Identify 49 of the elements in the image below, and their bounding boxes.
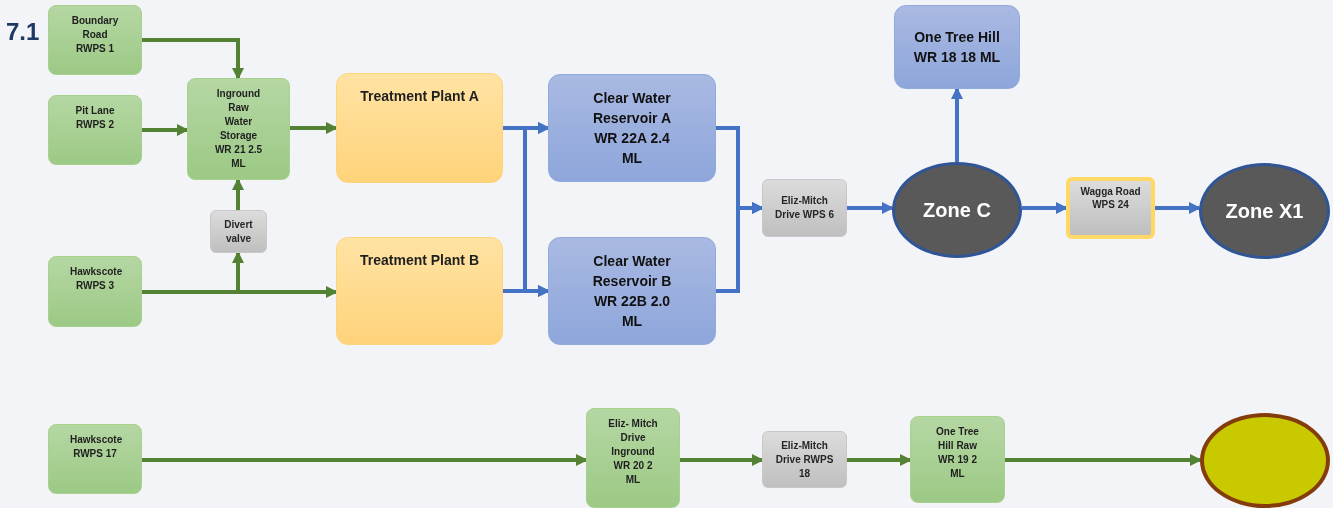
node-label: Zone X1 — [1224, 199, 1305, 224]
node-label: Hawkscote RWPS 3 — [69, 265, 124, 293]
node-label: Hawkscote RWPS 17 — [69, 433, 124, 461]
treatment-plant-box — [336, 237, 503, 345]
station-box — [48, 95, 142, 165]
node-label: Eliz- Mitch Drive Inground WR 20 2 ML — [607, 417, 659, 487]
node-label: One Tree Hill WR 18 18 ML — [912, 28, 1002, 67]
flow-arrow — [142, 286, 338, 298]
node-label: Clear Water Reservoir A WR 22A 2.4 ML — [591, 89, 673, 168]
flow-arrow — [290, 122, 338, 134]
flow-arrow — [847, 454, 912, 466]
flow-arrow — [232, 178, 244, 210]
node-label: Eliz-Mitch Drive WPS 6 — [774, 194, 835, 222]
node-label: Eliz-Mitch Drive RWPS 18 — [774, 438, 835, 481]
station-box — [48, 5, 142, 75]
flow-arrow — [680, 454, 764, 466]
node-label: Clear Water Reservoir B WR 22B 2.0 ML — [591, 252, 673, 331]
flow-arrow — [503, 285, 550, 297]
station-box — [48, 256, 142, 327]
flow-arrow — [951, 87, 963, 162]
flow-arrow — [142, 124, 189, 136]
node-label: Wagga Road WPS 24 — [1079, 185, 1142, 211]
node-label: Inground Raw Water Storage WR 21 2.5 ML — [213, 87, 264, 171]
node-label: One Tree Hill Raw WR 19 2 ML — [935, 425, 980, 481]
treatment-plant-box — [336, 73, 503, 183]
flow-arrow — [142, 454, 588, 466]
node-label: Treatment Plant A — [359, 87, 480, 106]
reservoir-box — [548, 237, 716, 345]
flow-arrow — [142, 38, 244, 80]
flow-arrow — [1155, 202, 1201, 214]
station-box — [187, 78, 290, 180]
reservoir-box — [548, 74, 716, 182]
station-box — [910, 416, 1005, 503]
flow-arrow — [847, 202, 894, 214]
station-box — [586, 408, 680, 508]
station-box — [48, 424, 142, 494]
reservoir-box — [894, 5, 1020, 89]
section-number: 7.1 — [6, 20, 40, 44]
flow-arrow — [1005, 454, 1202, 466]
node-label: Pit Lane RWPS 2 — [74, 104, 116, 132]
node-label: Boundary Road RWPS 1 — [70, 14, 120, 56]
flow-arrow — [1022, 202, 1068, 214]
pump-station-box — [210, 210, 267, 253]
node-label: Zone C — [922, 198, 992, 223]
node-label: Treatment Plant B — [359, 251, 480, 270]
pump-station-box — [762, 179, 847, 237]
pump-station-box — [1066, 177, 1155, 239]
node-label: Divert valve — [223, 217, 254, 246]
pump-station-box — [762, 431, 847, 488]
